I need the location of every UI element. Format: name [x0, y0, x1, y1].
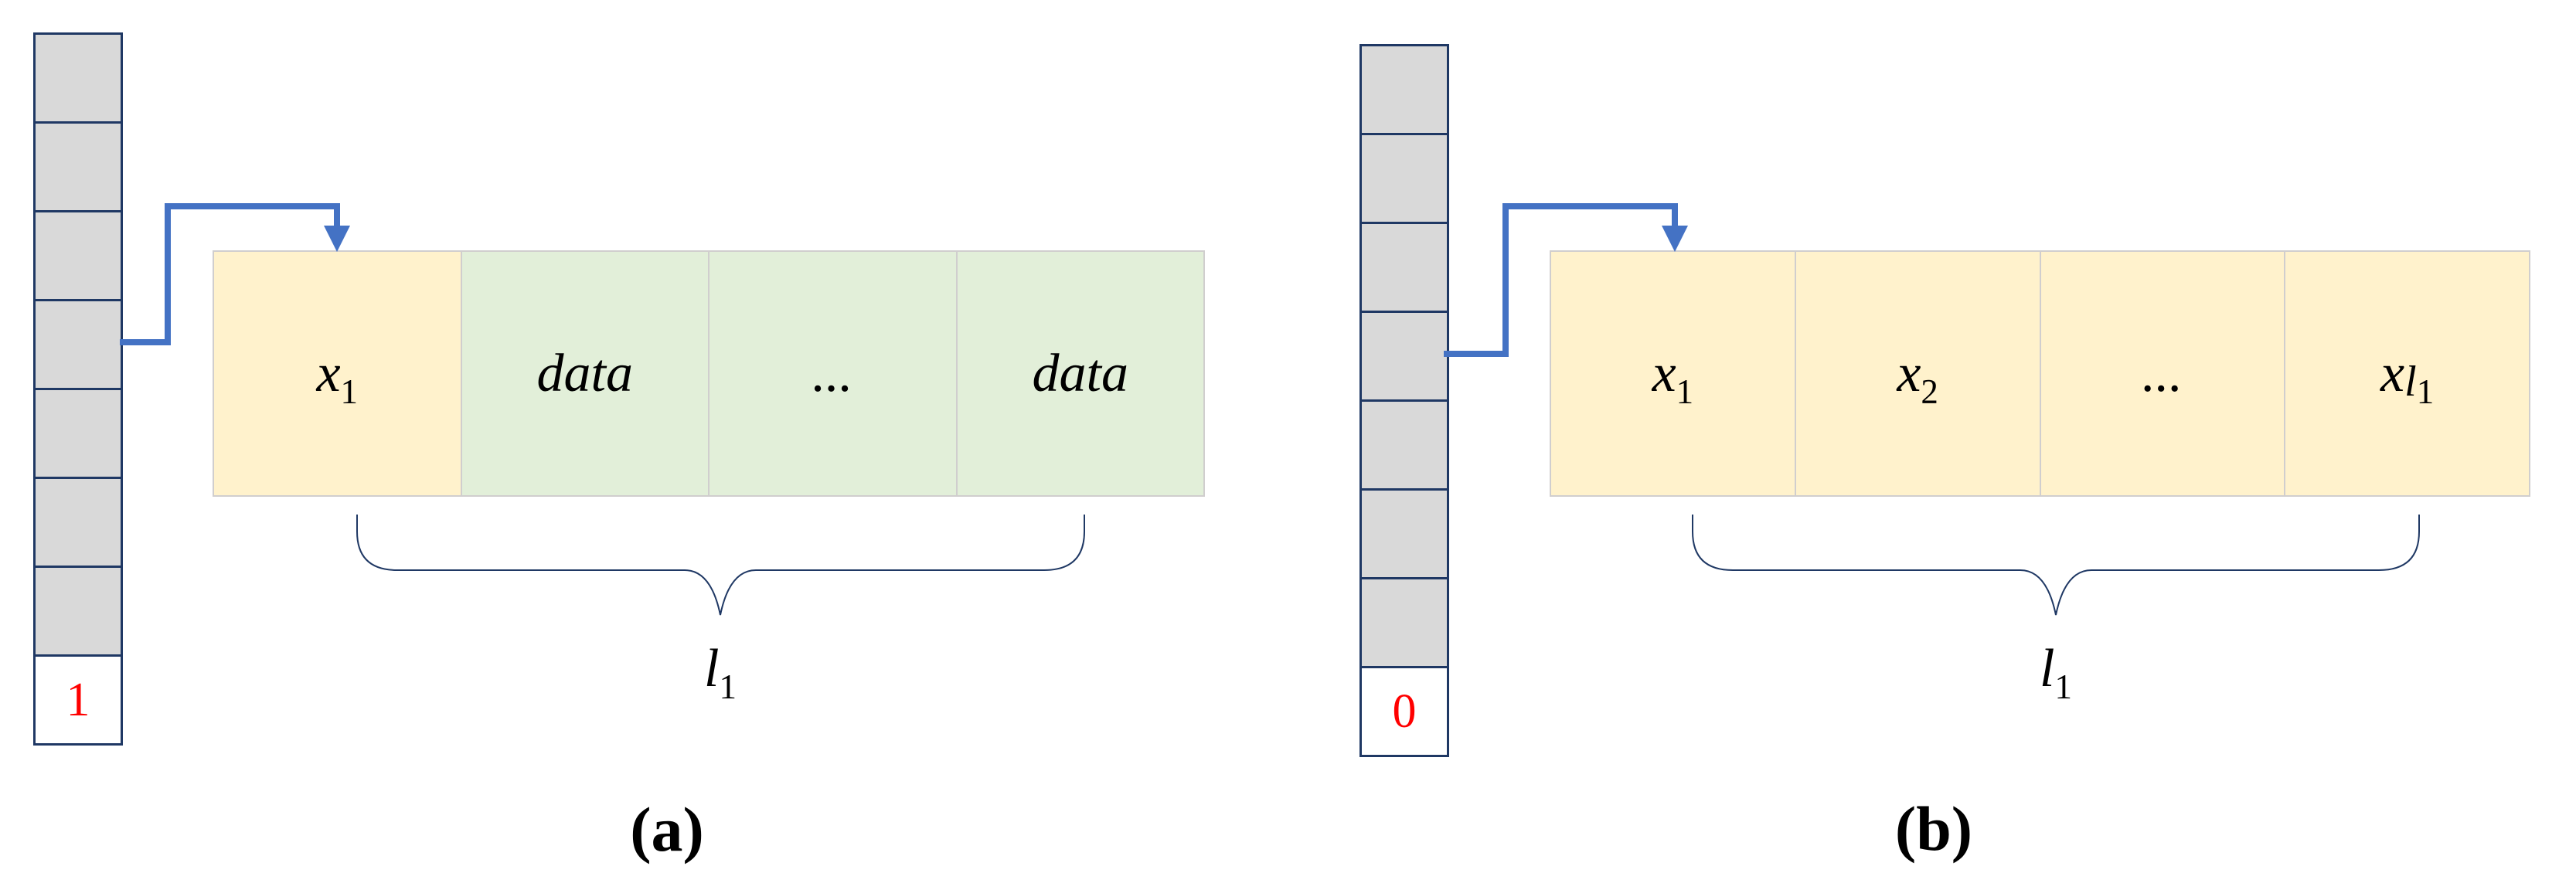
stack-cell	[1359, 399, 1449, 491]
array-cell-a-2: data	[461, 252, 710, 495]
array-cell-b-1: x1	[1551, 252, 1796, 495]
stack-cell	[33, 566, 123, 657]
array-cell-a-4: data	[957, 252, 1203, 495]
array-cell-a-3: ...	[710, 252, 958, 495]
record-array-b: x1 x2 ... xl1	[1550, 250, 2530, 497]
stack-cell	[1359, 44, 1449, 135]
cell-label: ...	[2142, 343, 2183, 403]
arrowhead-icon	[1662, 226, 1688, 252]
stack-cell	[33, 121, 123, 212]
underbrace-b	[1692, 515, 2420, 616]
stack-cell	[33, 477, 123, 568]
stack-cell	[1359, 488, 1449, 579]
arrowhead-icon	[324, 226, 350, 252]
stack-cell	[1359, 133, 1449, 224]
cell-label: data	[536, 343, 633, 403]
brace-label-a: l1	[704, 639, 737, 706]
stack-cell	[33, 388, 123, 479]
stack-cell	[33, 32, 123, 124]
array-cell-b-2: x2	[1795, 252, 2041, 495]
flag-digit-a: 1	[66, 674, 90, 726]
cell-label: xl1	[2380, 343, 2435, 411]
cell-label: x1	[316, 343, 359, 411]
record-array-a: x1 data ... data	[213, 250, 1205, 497]
underbrace-a	[356, 515, 1085, 616]
array-cell-b-3: ...	[2040, 252, 2286, 495]
caption-a: (a)	[630, 794, 704, 865]
cell-label: x1	[1652, 343, 1694, 411]
caption-b: (b)	[1894, 793, 1973, 864]
array-cell-b-4: xl1	[2285, 252, 2529, 495]
stack-cell	[1359, 222, 1449, 313]
cell-label: ...	[812, 343, 853, 403]
stack-cell	[1359, 577, 1449, 668]
stack-cell	[33, 210, 123, 301]
flag-digit-b: 0	[1392, 685, 1417, 738]
bit-stack-b: 0	[1359, 44, 1449, 757]
brace-label-b: l1	[2040, 639, 2072, 706]
array-cell-a-1: x1	[214, 252, 462, 495]
stack-cell	[1359, 311, 1449, 402]
cell-label: data	[1032, 343, 1128, 403]
stack-cell	[33, 299, 123, 390]
cell-label: x2	[1897, 343, 1938, 411]
bit-stack-a: 1	[33, 32, 123, 746]
stack-flag-cell-a: 1	[33, 654, 123, 746]
stack-flag-cell-b: 0	[1359, 666, 1449, 757]
